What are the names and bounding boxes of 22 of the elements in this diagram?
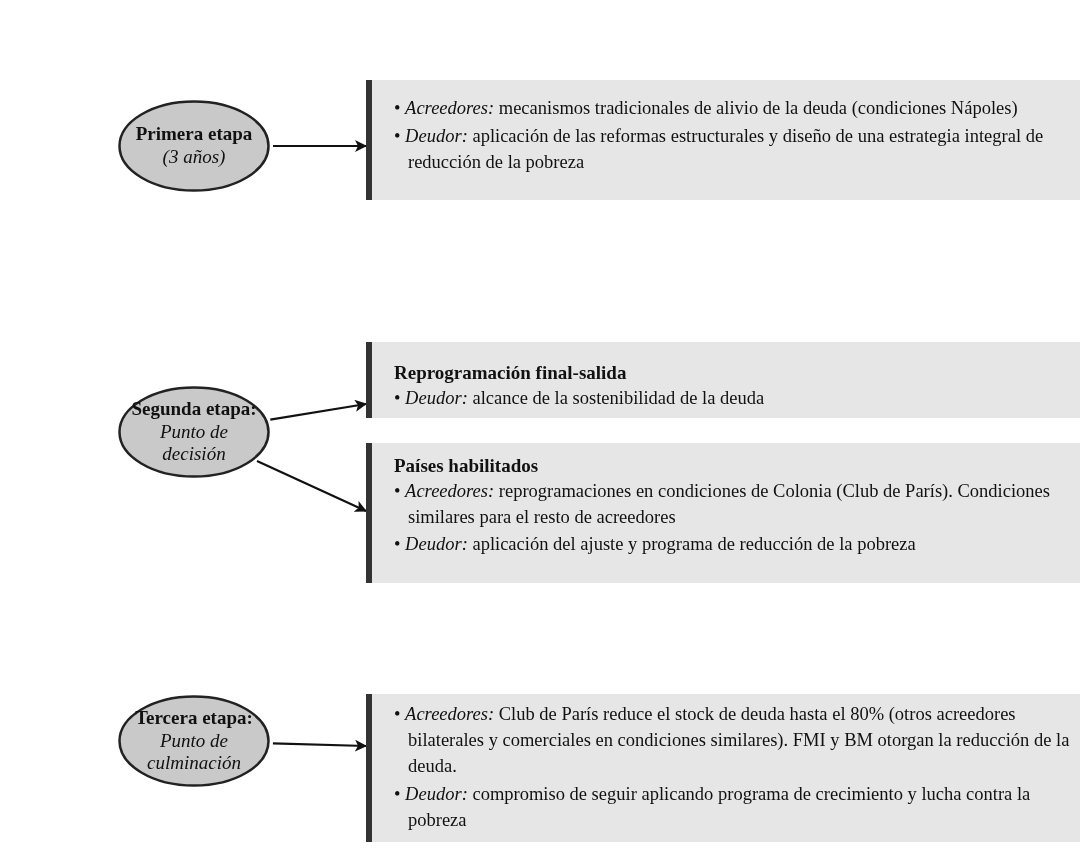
arrow — [256, 459, 367, 512]
arrow — [272, 739, 367, 752]
panel-heading: Reprogramación final-salida — [394, 361, 628, 385]
bullet-text: • Deudor: aplicación del ajuste y programa de reducción de la pobreza — [394, 533, 917, 557]
bullet-text: • Deudor: aplicación de las reformas estructurales y diseño de una estrategia integral de reducción de la pobreza — [394, 124, 1045, 174]
stage-title: Tercera etapa: — [135, 706, 253, 730]
stage-title: Primera etapa — [135, 123, 253, 146]
stage-subtitle: Punto de culminación — [146, 729, 242, 776]
stage-subtitle: (3 años) — [162, 146, 226, 169]
bullet-text: • Deudor: compromiso de seguir aplicando programa de crecimiento y lucha contra la pobreza — [394, 782, 1032, 832]
arrow — [273, 140, 367, 152]
info-panel — [366, 443, 1080, 583]
arrow — [270, 399, 367, 421]
bullet-text: • Acreedores: Club de París reduce el stock de deuda hasta el 80% (otros acreedores bilaterales y comerciales en condiciones similares). FMI y BM otorgan la reducción de la deuda. — [394, 703, 1071, 778]
info-panel — [366, 80, 1080, 200]
info-panel — [366, 694, 1080, 842]
bullet-text: • Acreedores: mecanismos tradicionales de alivio de la deuda (condiciones Nápoles) — [394, 97, 1019, 120]
info-panel — [366, 342, 1080, 418]
stage-title: Segunda etapa: — [131, 397, 257, 421]
stage-subtitle: Punto de decisión — [158, 420, 230, 467]
panel-heading: Países habilitados — [394, 454, 540, 478]
bullet-text: • Deudor: alcance de la sostenibilidad de la deuda — [394, 386, 766, 410]
